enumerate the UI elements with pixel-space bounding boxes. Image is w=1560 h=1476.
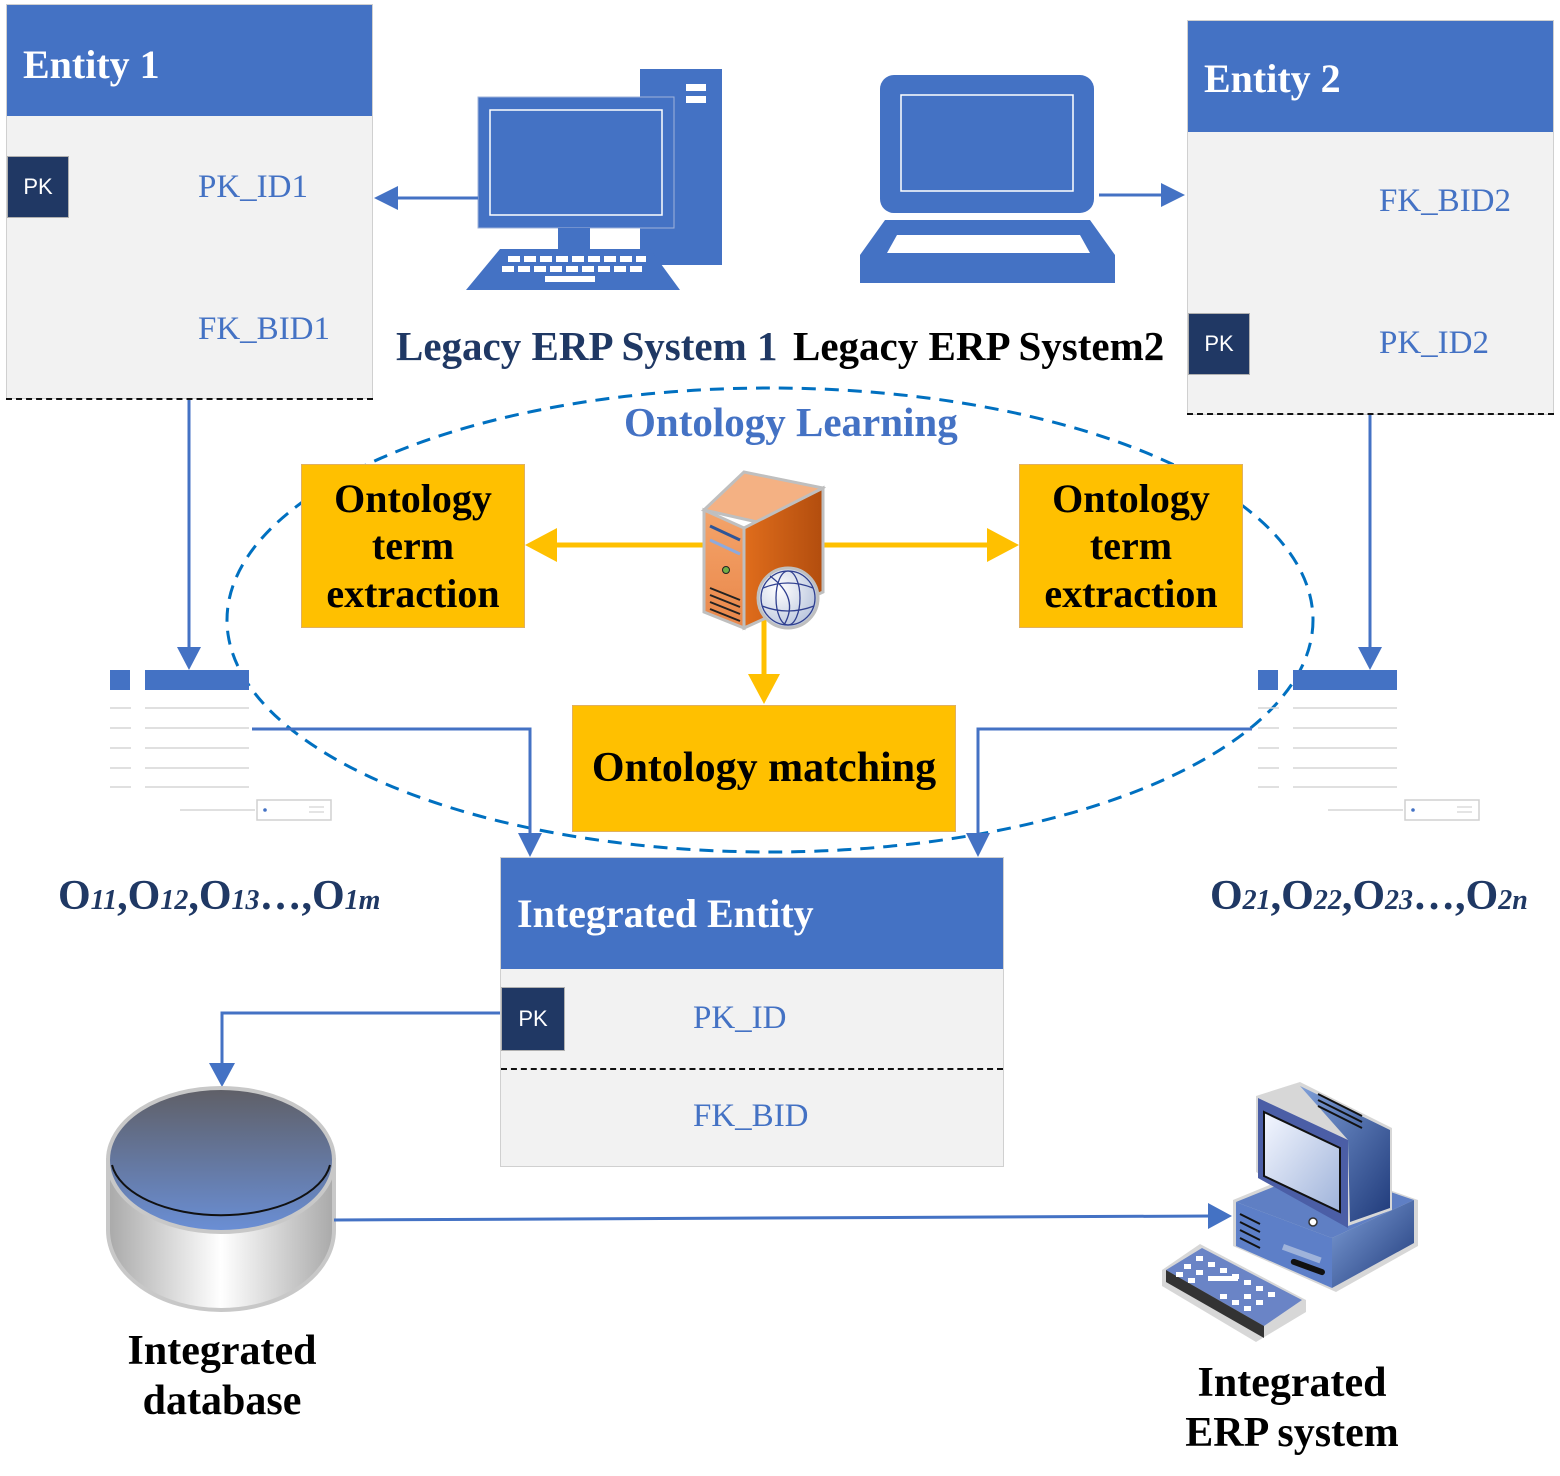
ontology-list-icon-right — [1258, 670, 1480, 821]
onto-left-0-base: O — [58, 873, 91, 919]
term-extraction-left-label: Ontology term extraction — [326, 476, 500, 616]
laptop-computer-icon — [860, 75, 1115, 283]
integrated-database-label: Integrated database — [100, 1326, 344, 1426]
separator: , — [301, 873, 312, 919]
integrated-entity-header: Integrated Entity — [501, 858, 1003, 969]
arrow-server-to-matching — [748, 620, 780, 704]
erp-workstation-icon — [1162, 1082, 1418, 1342]
arrow-server-to-right-extraction — [820, 528, 1019, 562]
integrated-entity-pk-badge: PK — [501, 987, 565, 1051]
entity2-field-pk: PK_ID2 — [1379, 325, 1490, 361]
ontology-set-right: O21,O22,O23…,O2n — [1210, 872, 1528, 920]
onto-right-2-sub: 23 — [1385, 885, 1414, 916]
integrated-entity-title: Integrated Entity — [517, 891, 814, 936]
separator: , — [117, 873, 128, 919]
onto-right-0-base: O — [1210, 873, 1243, 919]
desktop-computer-icon — [466, 69, 722, 290]
entity1-table: Entity 1 PK PK_ID1 FK_BID1 — [6, 4, 373, 399]
integrated-entity-field-fk: FK_BID — [693, 1098, 809, 1134]
term-extraction-right-label: Ontology term extraction — [1044, 476, 1218, 616]
separator: , — [188, 873, 199, 919]
onto-right-3-base: O — [1465, 873, 1499, 919]
entity1-header: Entity 1 — [7, 5, 372, 116]
integrated-erp-label: Integrated ERP system — [1160, 1358, 1424, 1458]
onto-left-3-sub: 1m — [344, 885, 381, 916]
arrow-entity1-to-ontology-list — [177, 398, 201, 670]
arrow-laptop-to-entity2 — [1099, 183, 1185, 207]
arrow-database-to-erp — [333, 1203, 1232, 1229]
entity2-field-fk: FK_BID2 — [1379, 183, 1512, 219]
entity1-divider — [6, 398, 373, 400]
entity1-field-pk: PK_ID1 — [198, 169, 309, 205]
ontology-learning-title: Ontology Learning — [624, 399, 958, 445]
integrated-entity-field-pk: PK_ID — [693, 1000, 787, 1036]
entity1-field-fk: FK_BID1 — [198, 311, 331, 347]
entity1-pk-badge: PK — [7, 156, 69, 218]
arrow-server-to-left-extraction — [525, 528, 705, 562]
entity2-title: Entity 2 — [1204, 56, 1341, 101]
onto-right-0-sub: 21 — [1242, 885, 1271, 916]
ontology-matching-label: Ontology matching — [591, 744, 937, 791]
separator: , — [1455, 873, 1466, 919]
arrow-right-ontologies-to-integrated-entity — [966, 727, 1252, 857]
onto-right-3-sub: 2n — [1498, 885, 1528, 916]
separator: , — [1341, 873, 1353, 919]
entity2-table: Entity 2 FK_BID2 PK PK_ID2 — [1187, 20, 1554, 415]
integrated-entity-table: Integrated Entity PK PK_ID FK_BID — [500, 857, 1004, 1167]
onto-left-3-base: O — [311, 873, 345, 919]
onto-right-1-sub: 22 — [1313, 885, 1342, 916]
onto-left-0-sub: 11 — [90, 885, 118, 916]
arrow-integrated-entity-to-database — [209, 1011, 502, 1087]
onto-right-1-base: O — [1281, 873, 1314, 919]
legacy-system1-label: Legacy ERP System 1 — [396, 323, 778, 369]
integrated-database-label-line2: database — [142, 1378, 302, 1424]
ontology-learning-boundary — [225, 386, 1315, 854]
legacy-system2-label: Legacy ERP System2 — [793, 323, 1165, 369]
integrated-database-label-line1: Integrated — [127, 1328, 317, 1374]
entity2-pk-badge: PK — [1188, 313, 1250, 375]
onto-left-2-sub: 13 — [231, 885, 260, 916]
term-extraction-box-right: Ontology term extraction — [1019, 464, 1243, 628]
arrow-left-ontologies-to-integrated-entity — [252, 727, 542, 857]
server-icon — [700, 470, 826, 631]
ontology-matching-box: Ontology matching — [572, 705, 956, 832]
integrated-erp-label-line2: ERP system — [1185, 1410, 1399, 1456]
ellipsis: … — [259, 873, 302, 919]
onto-left-1-sub: 12 — [160, 885, 189, 916]
ellipsis: … — [1413, 873, 1456, 919]
arrow-entity2-to-ontology-list — [1358, 414, 1382, 670]
arrow-desktop-to-entity1 — [374, 186, 478, 210]
onto-right-2-base: O — [1352, 873, 1386, 919]
database-icon — [106, 1086, 336, 1312]
onto-left-1-base: O — [127, 873, 161, 919]
term-extraction-box-left: Ontology term extraction — [301, 464, 525, 628]
ontology-set-left: O11,O12,O13…,O1m — [58, 872, 380, 920]
integrated-erp-label-line1: Integrated — [1197, 1360, 1387, 1406]
entity2-divider — [1187, 413, 1554, 415]
integrated-entity-divider — [501, 1068, 1003, 1070]
entity2-header: Entity 2 — [1188, 21, 1553, 132]
ontology-list-icon-left — [110, 670, 332, 821]
onto-left-2-base: O — [198, 873, 232, 919]
separator: , — [1270, 873, 1282, 919]
entity1-title: Entity 1 — [23, 42, 160, 87]
